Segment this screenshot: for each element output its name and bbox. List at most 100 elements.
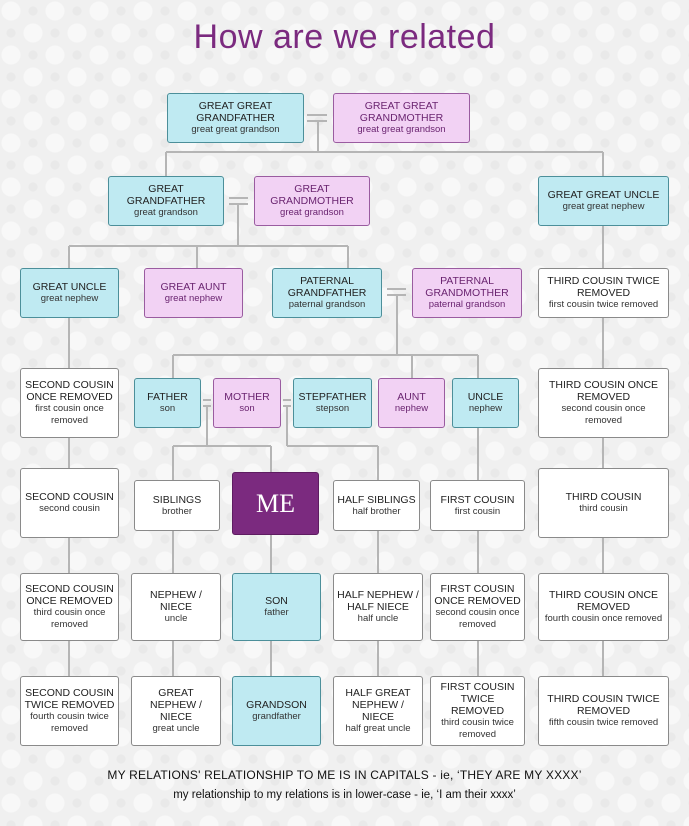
node-my-relation: second cousin once removed	[561, 403, 646, 426]
node-my-relation: father	[264, 607, 289, 618]
node-my-relation: paternal grandson	[428, 299, 506, 310]
node-third-cousin-twice-removed-top: THIRD COUSIN TWICE REMOVED first cousin …	[538, 268, 669, 318]
node-relation: SIBLINGS	[152, 493, 202, 506]
node-great-uncle: GREAT UNCLE great nephew	[20, 268, 119, 318]
node-my-relation: great great grandson	[357, 124, 446, 135]
node-siblings: SIBLINGS brother	[134, 480, 220, 531]
node-half-siblings: HALF SIBLINGS half brother	[333, 480, 420, 531]
node-father: FATHER son	[134, 378, 201, 428]
node-my-relation: third cousin	[579, 503, 628, 514]
node-great-great-grandfather: GREAT GREAT GRANDFATHER great great gran…	[167, 93, 304, 143]
node-relation: NEPHEW / NIECE	[150, 589, 202, 613]
node-relation: ME	[256, 488, 295, 518]
node-relation: UNCLE	[467, 391, 504, 403]
node-me: ME	[232, 472, 319, 535]
node-relation: HALF GREAT NEPHEW / NIECE	[345, 687, 411, 723]
node-relation: THIRD COUSIN TWICE REMOVED	[547, 275, 660, 299]
node-first-cousin: FIRST COUSIN first cousin	[430, 480, 525, 531]
node-mother: MOTHER son	[213, 378, 281, 428]
node-my-relation: great great grandson	[191, 124, 280, 135]
page-title: How are we related	[193, 18, 496, 56]
node-my-relation: fifth cousin twice removed	[548, 717, 659, 728]
node-second-cousin-once-removed-top: SECOND COUSIN ONCE REMOVED first cousin …	[20, 368, 119, 438]
node-great-nephew-niece: GREAT NEPHEW / NIECE great uncle	[131, 676, 221, 746]
node-relation: MOTHER	[224, 391, 270, 403]
node-my-relation: great nephew	[164, 293, 223, 304]
node-relation: SON	[265, 595, 288, 607]
node-relation: STEPFATHER	[298, 391, 367, 403]
node-relation: THIRD COUSIN ONCE REMOVED	[548, 379, 659, 403]
node-my-relation: stepson	[315, 403, 350, 414]
node-relation: GREAT UNCLE	[32, 281, 107, 293]
node-my-relation: second cousin once removed	[435, 607, 520, 630]
node-relation: FIRST COUSIN	[440, 493, 515, 506]
node-grandson: GRANDSON grandfather	[232, 676, 321, 746]
node-relation: THIRD COUSIN ONCE REMOVED	[548, 589, 659, 613]
node-great-grandfather: GREAT GRANDFATHER great grandson	[108, 176, 224, 226]
node-relation: THIRD COUSIN TWICE REMOVED	[547, 693, 660, 717]
node-great-great-uncle: GREAT GREAT UNCLE great great nephew	[538, 176, 669, 226]
node-relation: GREAT GREAT GRANDMOTHER	[359, 100, 444, 124]
node-my-relation: nephew	[468, 403, 503, 414]
node-my-relation: half uncle	[357, 613, 399, 624]
node-third-cousin: THIRD COUSIN third cousin	[538, 468, 669, 538]
node-my-relation: brother	[161, 505, 193, 517]
node-my-relation: half brother	[352, 505, 401, 517]
node-son: SON father	[232, 573, 321, 641]
node-great-great-grandmother: GREAT GREAT GRANDMOTHER great great gran…	[333, 93, 470, 143]
node-paternal-grandfather: PATERNAL GRANDFATHER paternal grandson	[272, 268, 382, 318]
node-relation: SECOND COUSIN	[25, 491, 114, 503]
node-my-relation: third cousin once removed	[33, 607, 106, 630]
node-my-relation: great great nephew	[562, 201, 645, 212]
node-relation: SECOND COUSIN ONCE REMOVED	[25, 379, 114, 403]
node-my-relation: son	[239, 403, 255, 414]
legend-lowercase-note: my relationship to my relations is in lo…	[173, 789, 516, 801]
node-my-relation: first cousin twice removed	[548, 299, 659, 310]
node-relation: GREAT GRANDMOTHER	[270, 183, 354, 207]
node-my-relation: first cousin once removed	[35, 403, 104, 426]
node-relation: GRANDSON	[246, 699, 307, 711]
node-great-aunt: GREAT AUNT great nephew	[144, 268, 243, 318]
node-second-cousin: SECOND COUSIN second cousin	[20, 468, 119, 538]
node-relation: PATERNAL GRANDFATHER	[287, 275, 367, 299]
node-my-relation: great grandson	[134, 207, 198, 218]
node-third-cousin-once-removed-top: THIRD COUSIN ONCE REMOVED second cousin …	[538, 368, 669, 438]
node-third-cousin-once-removed-bottom: THIRD COUSIN ONCE REMOVED fourth cousin …	[538, 573, 669, 641]
node-relation: GREAT AUNT	[160, 281, 227, 293]
node-paternal-grandmother: PATERNAL GRANDMOTHER paternal grandson	[412, 268, 522, 318]
node-relation: HALF SIBLINGS	[337, 493, 416, 506]
node-relation: GREAT GREAT UNCLE	[547, 189, 660, 201]
node-my-relation: half great uncle	[345, 723, 411, 734]
node-my-relation: great uncle	[152, 723, 200, 734]
node-relation: PATERNAL GRANDMOTHER	[425, 275, 509, 299]
node-second-cousin-twice-removed: SECOND COUSIN TWICE REMOVED fourth cousi…	[20, 676, 119, 746]
node-aunt: AUNT nephew	[378, 378, 445, 428]
node-my-relation: fourth cousin twice removed	[30, 711, 109, 734]
node-my-relation: nephew	[394, 403, 429, 414]
node-relation: GREAT GREAT GRANDFATHER	[196, 100, 275, 124]
node-nephew-niece: NEPHEW / NIECE uncle	[131, 573, 221, 641]
node-my-relation: great nephew	[40, 293, 99, 304]
node-my-relation: fourth cousin once removed	[544, 613, 663, 624]
node-relation: SECOND COUSIN ONCE REMOVED	[25, 583, 114, 607]
node-my-relation: first cousin	[454, 505, 501, 517]
node-second-cousin-once-removed-bottom: SECOND COUSIN ONCE REMOVED third cousin …	[20, 573, 119, 641]
node-relation: SECOND COUSIN TWICE REMOVED	[24, 687, 115, 711]
node-relation: GREAT GRANDFATHER	[126, 183, 206, 207]
node-my-relation: second cousin	[39, 503, 100, 514]
node-great-grandmother: GREAT GRANDMOTHER great grandson	[254, 176, 370, 226]
node-my-relation: son	[159, 403, 176, 414]
node-uncle: UNCLE nephew	[452, 378, 519, 428]
node-half-nephew-niece: HALF NEPHEW / HALF NIECE half uncle	[333, 573, 423, 641]
node-third-cousin-twice-removed-bottom: THIRD COUSIN TWICE REMOVED fifth cousin …	[538, 676, 669, 746]
node-first-cousin-once-removed: FIRST COUSIN ONCE REMOVED second cousin …	[430, 573, 525, 641]
legend-capitals-note: MY RELATIONS' RELATIONSHIP TO ME IS IN C…	[107, 768, 582, 782]
node-first-cousin-twice-removed: FIRST COUSIN TWICE REMOVED third cousin …	[430, 676, 525, 746]
node-relation: FIRST COUSIN TWICE REMOVED	[440, 681, 515, 717]
node-relation: GREAT NEPHEW / NIECE	[150, 687, 202, 723]
node-my-relation: great grandson	[280, 207, 344, 218]
node-relation: AUNT	[397, 391, 426, 403]
node-relation: FIRST COUSIN ONCE REMOVED	[434, 583, 521, 607]
node-relation: THIRD COUSIN	[565, 491, 642, 503]
